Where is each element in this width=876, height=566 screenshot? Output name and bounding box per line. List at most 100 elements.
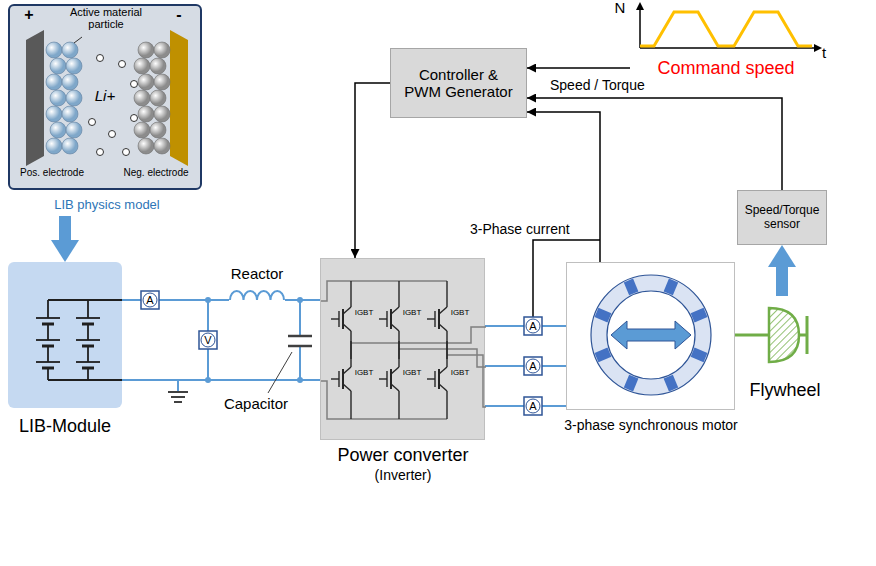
reactor-coil [230,291,284,300]
igbt-collector [343,367,351,374]
connector-label: 3-Phase current [468,221,572,237]
part-label: Pos. electrode [20,167,84,178]
cell-plate [76,361,100,363]
igbt-gate [427,318,435,319]
cell-wire [87,324,89,340]
phase-tap [351,327,486,343]
active-particle [154,106,170,122]
active-particle [138,138,154,154]
junction-dot [205,377,211,383]
active-particle [138,74,154,90]
active-particle [150,58,166,74]
node-art [321,259,486,441]
node-text: Flywheel [749,380,820,401]
phase-tap [447,355,486,407]
speed-profile [640,12,812,46]
signal-arrow [527,67,630,69]
active-particle [62,138,78,154]
igbt-collector [343,307,351,314]
symbol-letter: A [529,360,536,372]
node-text: t [822,44,826,61]
symbol-letter: A [529,320,536,332]
ground-symbol [174,401,182,403]
speed-chart: NtCommand speed [630,0,830,92]
active-particle [50,58,66,74]
igbt-collector [391,307,399,314]
stator-slot [691,348,708,363]
ammeter-symbol [524,357,542,375]
part-label: Neg. electrode [123,167,188,178]
stator-slot [624,279,639,296]
part-label: IGBT [355,369,374,378]
part-label: IGBT [403,309,422,318]
lithium-ion [97,55,104,62]
cell-plate [76,339,100,341]
node-text: LIB-Module [19,416,111,437]
motor-shaft [735,334,755,337]
active-particle [66,58,82,74]
igbt-channel [390,309,392,329]
lithium-ion [89,119,96,126]
igbt-channel [438,369,440,389]
igbt-gate [331,318,339,319]
active-particle [134,90,150,106]
active-particle [134,122,150,138]
node-art [567,263,736,411]
model-arrow [776,267,788,296]
leg-wire [350,281,351,307]
phase-tap [399,349,486,367]
inverter-box: Power converter(Inverter) [320,258,485,440]
active-particle [66,90,82,106]
meter-dial [201,333,215,347]
lithium-ion [109,131,116,138]
igbt-gate [427,378,435,379]
active-particle [138,106,154,122]
connector-label: Speed / Torque [548,77,647,93]
igbt-emitter [391,324,399,331]
model-arrow [59,216,71,240]
leg-wire [398,391,399,419]
part-label: Capacitor [224,396,288,413]
node-text: Controller & PWM Generator [403,66,515,101]
signal-arrow [355,83,390,258]
part-label: Active material particle [66,6,146,30]
cell-plate [36,339,60,341]
leader-line [74,37,82,43]
ground-lead [177,380,179,392]
motor-box: 3-phase synchronous motor [566,262,735,410]
active-particle [138,42,154,58]
lithium-ion [131,81,138,88]
cell-wire [47,346,49,362]
negative-electrode [170,30,188,166]
active-particle [62,42,78,58]
stator-ring [599,283,703,387]
leg-wire [446,341,447,367]
junction-dot [297,297,303,303]
cell-wire [47,324,49,340]
node-text: Speed/Torque sensor [743,204,821,232]
stator-slot [624,375,639,392]
voltmeter-symbol [199,331,217,349]
node-text: 3-phase synchronous motor [564,417,738,433]
stator-slot [595,308,612,323]
active-particle [154,74,170,90]
igbt-emitter [391,384,399,391]
igbt-channel [342,309,344,329]
junction-dot [297,377,303,383]
positive-electrode [26,30,44,166]
ground-symbol [171,396,185,398]
lithium-ion [97,149,104,156]
cell-wire [47,300,49,318]
flywheel-mount [799,316,807,354]
igbt-channel [390,369,392,389]
symbol-letter: V [204,334,211,346]
meter-dial [526,359,540,373]
lithium-ion [123,149,130,156]
lithium-ion [131,115,138,122]
stator-outline [591,275,711,395]
flywheel-disc [769,308,799,362]
igbt-emitter [439,384,447,391]
dc-bus [321,381,447,419]
active-particle [46,106,62,122]
igbt-emitter [343,324,351,331]
